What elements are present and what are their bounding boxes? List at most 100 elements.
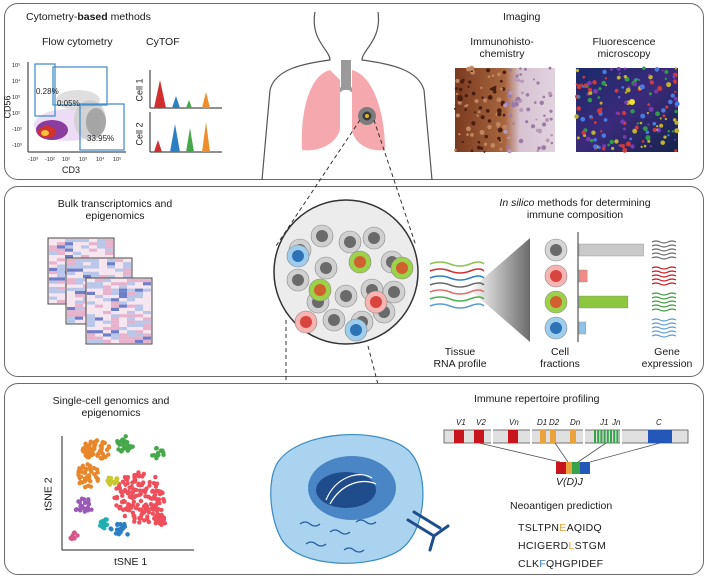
heatmap-cell (95, 282, 103, 286)
fluorescence-speck (639, 121, 643, 125)
heatmap-cell (67, 284, 75, 288)
ihc-speck (497, 108, 502, 113)
tsne-point (86, 473, 92, 478)
tsne-point (69, 536, 75, 542)
tsne-point (127, 485, 132, 491)
heatmap-cell (57, 280, 65, 284)
fluorescence-speck (623, 127, 626, 131)
ihc-speck (550, 141, 554, 145)
heatmap-cell (67, 271, 75, 275)
rna-strand (429, 303, 485, 309)
gene-expression-line (651, 326, 677, 330)
gene-expression-line (651, 256, 677, 260)
heatmap-cell (135, 311, 143, 315)
tsne-point (137, 520, 142, 525)
heatmap-cell (135, 301, 143, 305)
tsne-point (120, 500, 125, 505)
tsne-point (92, 472, 97, 477)
fluorescence-speck (582, 133, 587, 138)
ihc-speck (471, 121, 476, 126)
ihc-speck (458, 87, 463, 92)
heatmap-cell (111, 285, 119, 289)
heatmap-cell (143, 301, 151, 305)
heatmap-cell (75, 319, 83, 323)
heatmap-cell (83, 275, 91, 279)
ihc-speck (536, 149, 540, 153)
heatmap-cell (119, 317, 127, 321)
rna-strand (429, 261, 485, 267)
heatmap-cell (57, 271, 65, 275)
tsne-point (96, 451, 101, 456)
mutated-residue: L (568, 540, 575, 552)
heatmap-cell (103, 311, 111, 315)
gene-expression-line (651, 304, 677, 308)
heatmap-cell (143, 320, 151, 324)
heatmap-cell (143, 333, 151, 337)
heatmap-cell (67, 259, 75, 263)
ihc-speck (516, 78, 521, 83)
ihc-speck (481, 96, 484, 99)
fluorescence-speck (674, 149, 678, 153)
fluorescence-speck (575, 83, 578, 86)
heatmap-cell (87, 285, 95, 289)
fluorescence-speck (610, 68, 613, 71)
heatmap-cell (65, 248, 73, 252)
fluorescence-speck (668, 99, 673, 105)
heatmap-cell (127, 311, 135, 315)
fluorescence-speck (660, 140, 666, 145)
ihc-speck (530, 124, 536, 129)
heatmap-cell (67, 291, 75, 295)
heatmap-cell (87, 288, 95, 292)
ihc-speck (466, 66, 471, 72)
tsne-point (86, 502, 92, 507)
ihc-speck (520, 91, 524, 95)
tsne-point (123, 434, 128, 439)
heatmap-cell (123, 268, 131, 272)
heatmap-cell (75, 278, 83, 282)
heatmap-cell (143, 279, 151, 283)
heatmap-cell (95, 285, 103, 289)
ihc-speck (491, 86, 497, 92)
fluorescence-speck (623, 67, 627, 71)
heatmap-cell (111, 336, 119, 340)
fluorescence-speck (614, 139, 619, 144)
tsne-point (125, 480, 130, 486)
heatmap-cell (87, 314, 95, 318)
tsne-point (147, 483, 152, 488)
heatmap-cell (135, 320, 143, 324)
ihc-speck (464, 104, 467, 108)
ihc-speck (455, 78, 460, 84)
fraction-bar (578, 321, 587, 335)
tsne-point (75, 533, 80, 538)
heatmap-cell (105, 251, 113, 255)
tissue-cell-nucleus (314, 284, 326, 296)
tsne-point (107, 482, 113, 487)
ihc-speck (497, 136, 501, 141)
gene-expression-line (651, 270, 677, 274)
heatmap-cell (95, 311, 103, 315)
gene-expression-line (651, 330, 677, 334)
heatmap-cell (91, 268, 99, 272)
heatmap-cell (103, 285, 111, 289)
heatmap-cell (87, 336, 95, 340)
peptide-sequence: CLKFQHGPIDEF (518, 558, 604, 570)
heatmap-cell (111, 320, 119, 324)
fluorescence-speck (647, 139, 651, 143)
tsne-point (161, 452, 166, 458)
tsne-point (153, 446, 159, 451)
tsne-point (138, 482, 143, 487)
ihc-speck (464, 93, 468, 98)
fluorescence-speck (575, 68, 580, 73)
ihc-speck (537, 146, 541, 150)
fluorescence-speck (586, 85, 589, 88)
tsne-point (140, 510, 145, 515)
tsne-point (126, 489, 131, 494)
fluorescence-speck (576, 136, 580, 140)
heatmap-cell (127, 282, 135, 286)
heatmap-cell (67, 287, 75, 291)
fluorescence-speck (632, 128, 638, 134)
heatmap-cell (119, 304, 127, 308)
heatmap-cell (91, 265, 99, 269)
ihc-speck (506, 145, 510, 149)
fluorescence-speck (673, 138, 676, 141)
